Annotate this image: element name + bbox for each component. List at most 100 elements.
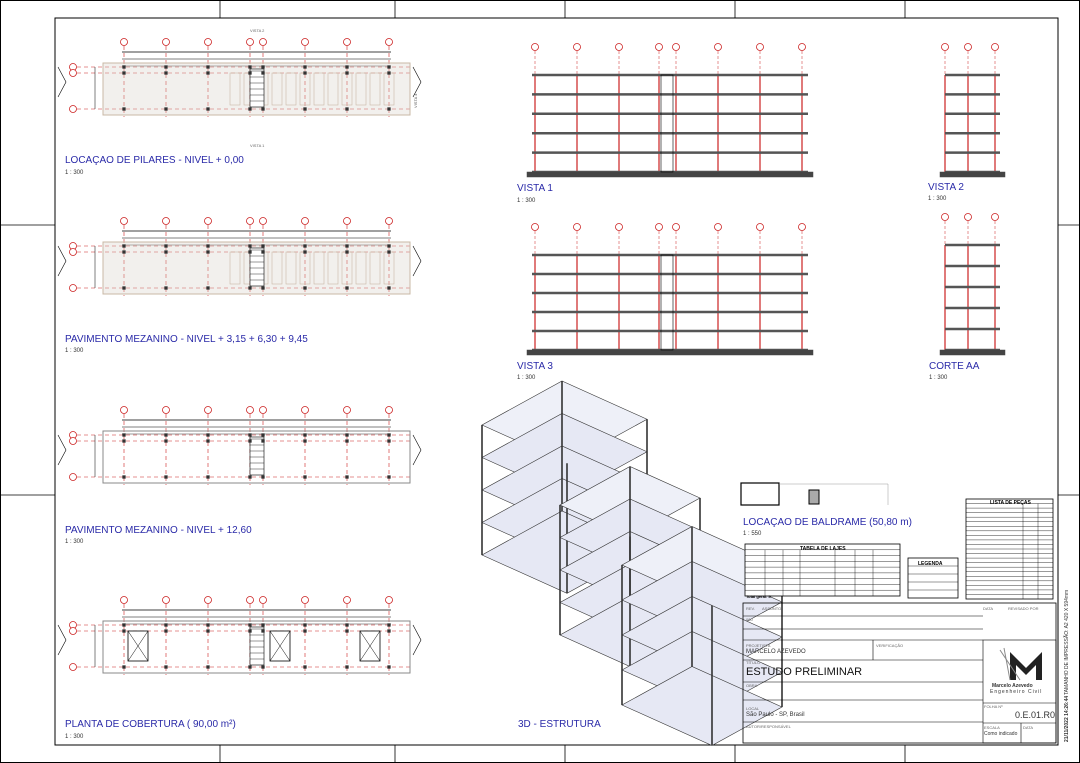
folha-value: 0.E.01.R0 <box>1015 710 1056 720</box>
grid-bubble <box>615 223 623 231</box>
timestamp: 21/11/2022 14:26:44 <box>1064 695 1070 742</box>
rev-label: REV. <box>746 606 755 611</box>
baldrame-box <box>740 482 780 506</box>
grid-bubble <box>655 223 663 231</box>
view-scale: 1 : 300 <box>65 539 84 545</box>
assunto-label: ASSUNTO <box>762 606 782 611</box>
view-scale: 1 : 300 <box>929 375 948 381</box>
column <box>248 244 252 248</box>
column <box>261 107 265 111</box>
parking-space <box>355 72 367 106</box>
grid-bubble <box>343 38 351 46</box>
column <box>387 244 391 248</box>
grid-bubble <box>69 663 77 671</box>
column <box>261 71 265 75</box>
building-outline <box>102 620 411 674</box>
stair <box>249 68 265 108</box>
grid-bubble <box>531 223 539 231</box>
grid-bubble <box>246 217 254 225</box>
column <box>387 475 391 479</box>
parking-space <box>271 251 283 285</box>
view-title-mezanino-2: PAVIMENTO MEZANINO - NIVEL + 12,60 <box>65 525 252 536</box>
column <box>164 439 168 443</box>
column <box>164 71 168 75</box>
local-value: São Paulo - SP, Brasil <box>746 712 805 718</box>
parking-space <box>313 72 325 106</box>
autor-label: AUTOR/RESPONSÁVEL <box>746 724 791 729</box>
grid-bubble <box>259 217 267 225</box>
column <box>122 250 126 254</box>
grid-bubble <box>714 43 722 51</box>
grid-bubble <box>259 406 267 414</box>
column <box>387 623 391 627</box>
stair-core <box>660 254 674 351</box>
grid-bubble <box>301 217 309 225</box>
table <box>907 557 959 599</box>
section-marker <box>412 624 422 656</box>
column <box>122 286 126 290</box>
column <box>345 439 349 443</box>
parking-space <box>313 251 325 285</box>
grid-bubble <box>120 406 128 414</box>
column <box>248 250 252 254</box>
view-title-vista-2: VISTA 2 <box>928 182 964 193</box>
column <box>261 250 265 254</box>
obra-label: OBRA <box>746 683 758 688</box>
column <box>164 623 168 627</box>
column <box>387 107 391 111</box>
column <box>387 665 391 669</box>
grid-bubble <box>120 596 128 604</box>
stair <box>249 436 265 476</box>
column <box>303 623 307 627</box>
column <box>261 65 265 69</box>
grid-bubble <box>204 217 212 225</box>
logo-icon <box>1003 647 1011 681</box>
view-scale: 1 : 300 <box>517 375 536 381</box>
view-title-corte-aa: CORTE AA <box>929 361 980 372</box>
verificacao-label: VERIFICAÇÃO <box>876 643 904 648</box>
grid-bubble <box>204 596 212 604</box>
column <box>164 65 168 69</box>
grid-bubble <box>573 43 581 51</box>
column <box>206 623 210 627</box>
grid-bubble <box>385 406 393 414</box>
vista-tag: VISTA 1 <box>250 143 265 148</box>
stair <box>249 626 265 666</box>
parking-space <box>327 72 339 106</box>
column <box>206 107 210 111</box>
view-title-3d: 3D - ESTRUTURA <box>518 719 601 730</box>
grid-bubble <box>714 223 722 231</box>
parking-space <box>229 251 241 285</box>
column <box>122 107 126 111</box>
view-title-pilares: LOCAÇAO DE PILARES - NIVEL + 0,00 <box>65 155 244 166</box>
parking-space <box>369 251 381 285</box>
parking-space <box>355 251 367 285</box>
grid-bubble <box>385 38 393 46</box>
ground <box>526 171 814 178</box>
legenda-title: LEGENDA <box>918 561 943 567</box>
column <box>206 433 210 437</box>
column <box>248 65 252 69</box>
column <box>164 665 168 669</box>
grid-bubble <box>69 437 77 445</box>
column <box>261 244 265 248</box>
column <box>387 439 391 443</box>
grid-bubble <box>69 248 77 256</box>
grid-bubble <box>672 43 680 51</box>
column <box>206 286 210 290</box>
column <box>248 629 252 633</box>
roof-line <box>359 630 381 662</box>
column <box>345 71 349 75</box>
logo-name: Marcelo Azevedo <box>992 683 1033 689</box>
grid-bubble <box>162 596 170 604</box>
grid-bubble <box>573 223 581 231</box>
column <box>122 623 126 627</box>
grid-bubble <box>615 43 623 51</box>
column <box>345 475 349 479</box>
grid-bubble <box>798 223 806 231</box>
column <box>261 439 265 443</box>
column <box>248 475 252 479</box>
grid-bubble <box>259 38 267 46</box>
data-label-2: DATA <box>1023 725 1034 730</box>
logo-icon <box>999 649 1021 681</box>
